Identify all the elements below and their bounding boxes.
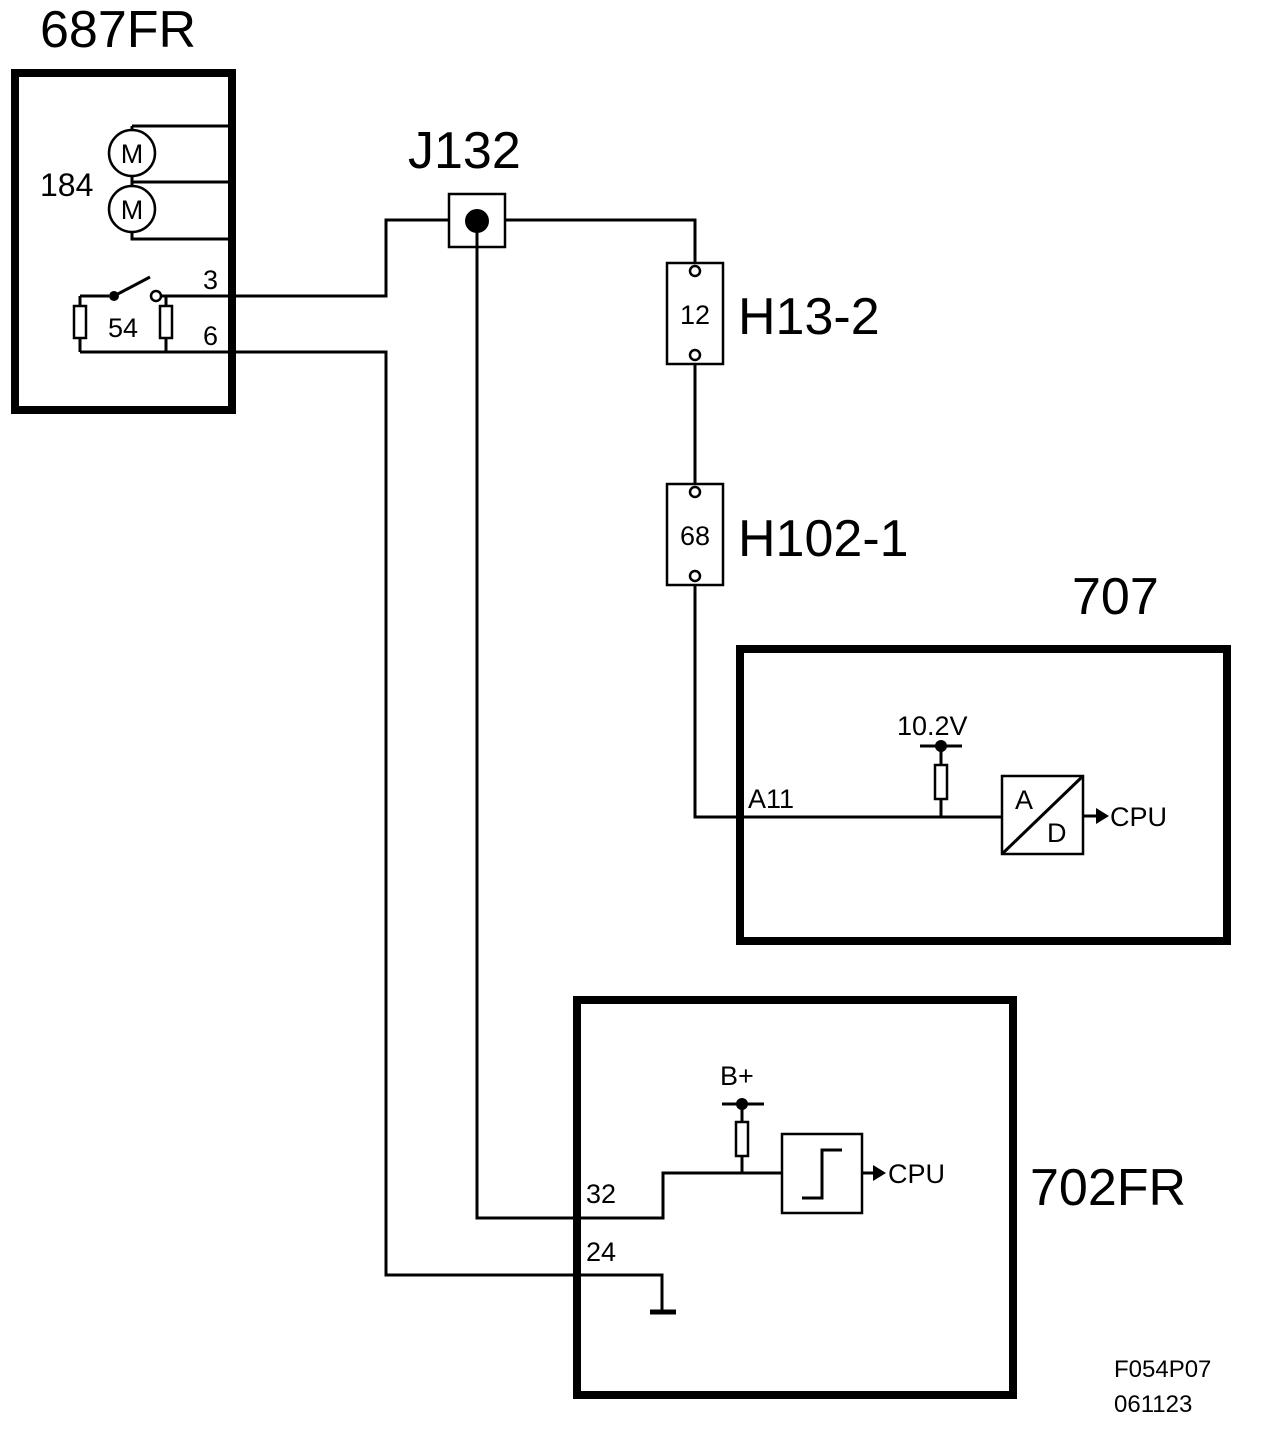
junction-label: J132 (408, 122, 521, 180)
schmitt-trigger-icon (780, 1132, 864, 1215)
resistor-icon (72, 296, 88, 352)
svg-text:M: M (121, 139, 144, 169)
module-702-output-label: CPU (888, 1159, 945, 1189)
module-702-pin-24-label: 24 (586, 1237, 616, 1267)
module-702-pin-32-label: 32 (586, 1179, 616, 1209)
module-707-output-label: CPU (1110, 802, 1167, 832)
supply-terminal-icon (920, 740, 962, 817)
supply-terminal-icon (722, 1098, 764, 1173)
module-702-label: 702FR (1030, 1159, 1186, 1217)
fan-unit-box (11, 69, 236, 414)
arrow-right-icon (862, 1165, 886, 1181)
module-702-supply-label: B+ (720, 1061, 754, 1091)
motor-wiring (130, 124, 232, 241)
motor-ref-label: 184 (40, 167, 93, 203)
module-707-pin-label: A11 (748, 784, 794, 814)
ad-converter-icon: A D (1000, 774, 1085, 856)
wire-pin3-to-junction (232, 218, 449, 298)
module-707-box (736, 645, 1231, 945)
svg-text:M: M (121, 195, 144, 225)
fan-unit-label: 687FR (40, 1, 196, 59)
motor-icon: M (107, 184, 157, 234)
fan-pin-3-label: 3 (203, 265, 218, 295)
connector-h13-pin: 12 (680, 300, 710, 330)
connector-h102-label: H102-1 (738, 510, 909, 568)
figure-code: F054P07 (1114, 1356, 1211, 1383)
wire-pin6-to-702fr-24 (232, 350, 577, 1277)
wire-junction-to-702fr-32 (475, 221, 577, 1220)
connector-h13-label: H13-2 (738, 288, 880, 346)
figure-date: 061123 (1114, 1391, 1192, 1418)
wire-h102-to-707 (693, 585, 740, 819)
switch-ref-label: 54 (108, 313, 138, 343)
module-707-label: 707 (1072, 568, 1159, 626)
connector-h13-2: 12 (665, 261, 725, 366)
svg-text:D: D (1047, 818, 1067, 848)
connector-h102-1: 68 (665, 482, 725, 587)
module-707-supply-label: 10.2V (897, 711, 968, 741)
resistor-icon (158, 296, 174, 352)
motor-icon: M (107, 128, 157, 178)
module-702-box (573, 996, 1017, 1399)
arrow-right-icon (1083, 808, 1109, 824)
module-702-signal-wire (577, 1171, 782, 1220)
connector-h102-pin: 68 (680, 521, 710, 551)
switch-icon (80, 275, 230, 303)
wire-junction-to-h13 (505, 218, 697, 263)
fan-pin-6-label: 6 (203, 321, 218, 351)
module-702-ground-wire (577, 1273, 664, 1314)
svg-text:A: A (1015, 785, 1033, 815)
